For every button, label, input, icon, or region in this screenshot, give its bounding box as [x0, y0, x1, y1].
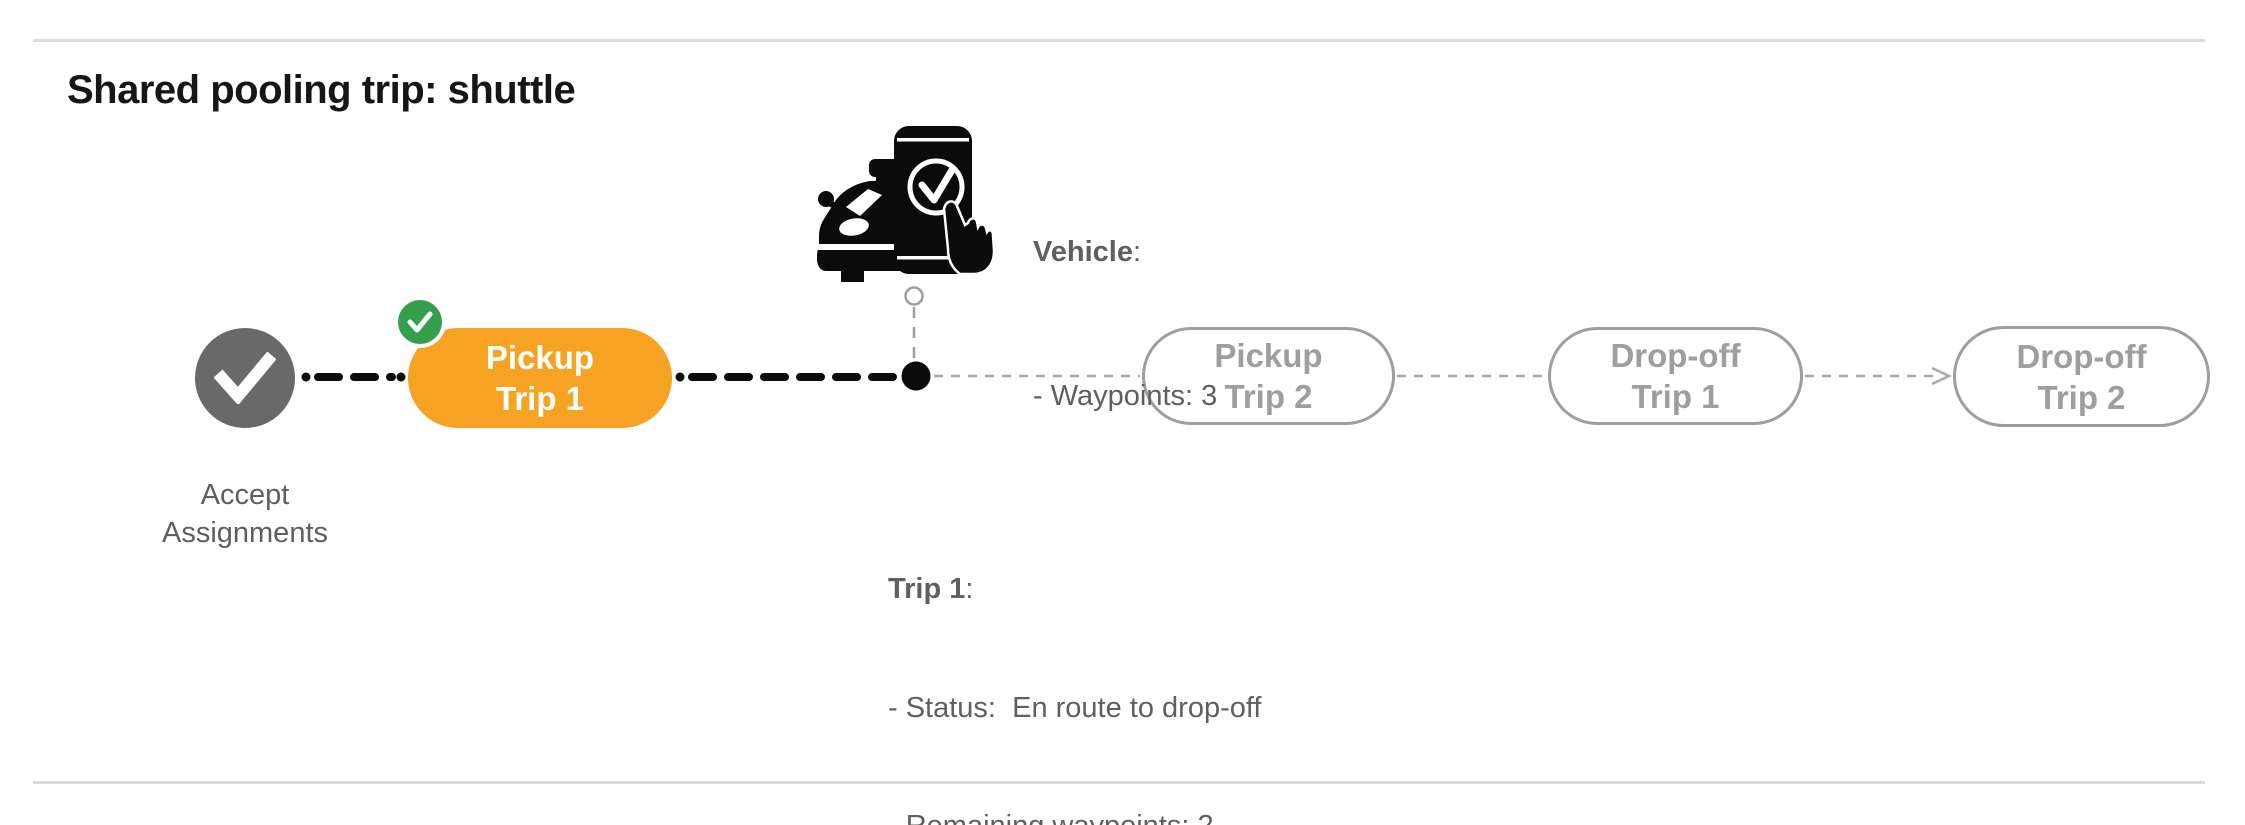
connector-pickup1-to-vehicle — [675, 372, 898, 382]
vehicle-info-heading: Vehicle — [1033, 236, 1133, 268]
vehicle-info-block: Vehicle: - Waypoints: 3 — [1033, 132, 1217, 516]
vehicle-stem-circle — [904, 286, 924, 306]
completed-check-badge — [394, 296, 446, 348]
trip-status-block: Trip 1: - Status: En route to drop-off -… — [888, 491, 1261, 825]
page-title: Shared pooling trip: shuttle — [67, 68, 576, 112]
checkmark-icon — [214, 352, 276, 404]
bottom-divider — [33, 781, 2205, 784]
stage-dropoff-trip-2: Drop-off Trip 2 — [1953, 326, 2210, 427]
checkmark-icon — [407, 311, 433, 333]
stage-pickup-trip-1: Pickup Trip 1 — [408, 328, 672, 428]
stage-pickup-trip-2: Pickup Trip 2 — [1142, 327, 1395, 425]
vehicle-phone-check-icon — [817, 126, 995, 282]
connector-dropoff1-to-dropoff2 — [1805, 366, 1952, 386]
arrowhead-icon — [1931, 366, 1952, 386]
trip1-heading: Trip 1 — [888, 573, 966, 605]
start-node-accept-assignments — [195, 328, 295, 428]
trip1-status-line: - Status: En route to drop-off — [888, 691, 1262, 724]
start-node-label: Accept Assignments — [161, 479, 328, 549]
vehicle-position-dot — [901, 361, 931, 391]
connector-start-to-pickup1 — [301, 372, 406, 382]
top-divider — [33, 39, 2205, 42]
trip1-waypoints-line: - Remaining waypoints: 2 — [888, 807, 1261, 825]
vehicle-waypoints-line: - Waypoints: 3 — [1033, 380, 1218, 412]
stage-dropoff-trip-1: Drop-off Trip 1 — [1548, 327, 1803, 425]
